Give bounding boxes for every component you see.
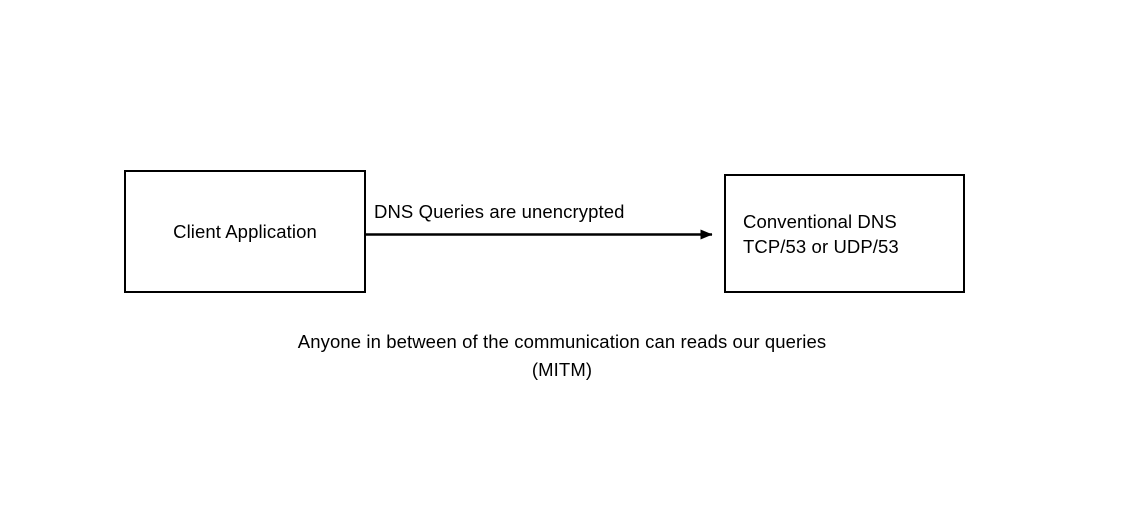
node-client-application-label: Client Application bbox=[173, 221, 317, 242]
node-conventional-dns-label: Conventional DNS TCP/53 or UDP/53 bbox=[743, 209, 899, 259]
edge-label-dns-queries-unencrypted: DNS Queries are unencrypted bbox=[374, 201, 625, 222]
node-conventional-dns: Conventional DNS TCP/53 or UDP/53 bbox=[724, 174, 965, 293]
diagram-caption: Anyone in between of the communication c… bbox=[0, 328, 1124, 384]
node-client-application: Client Application bbox=[124, 170, 366, 293]
node-conventional-dns-label-line2: TCP/53 or UDP/53 bbox=[743, 235, 899, 257]
diagram-caption-line1: Anyone in between of the communication c… bbox=[297, 331, 827, 352]
node-conventional-dns-label-line1: Conventional DNS bbox=[743, 210, 897, 232]
diagram-caption-line2: (MITM) bbox=[531, 359, 593, 380]
